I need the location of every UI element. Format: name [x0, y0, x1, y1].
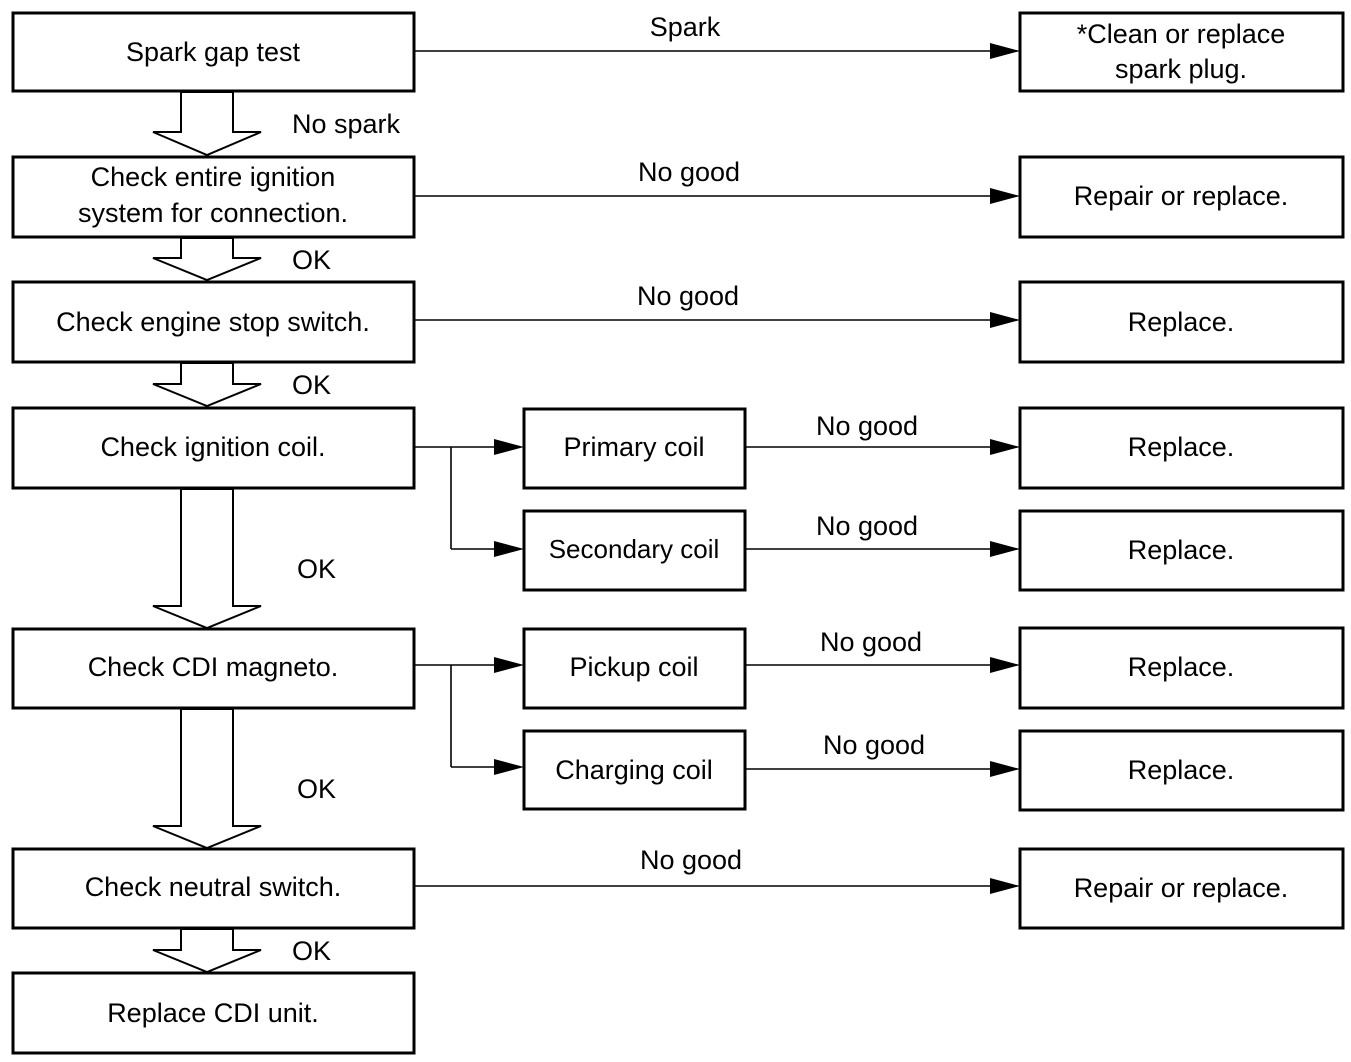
- outcome-replace-engine-stop: Replace.: [1018, 280, 1345, 364]
- arrowhead-replace-charging: [990, 761, 1020, 777]
- edge-label-no-good-secondary: No good: [816, 511, 918, 541]
- flow-arrow-6: [152, 928, 262, 974]
- arrowhead-replace-pickup: [990, 657, 1020, 673]
- arrowhead-secondary-coil: [494, 541, 524, 557]
- edge-label-ok-4: OK: [297, 774, 336, 804]
- step-check-ignition-system: Check entire ignition system for connect…: [11, 155, 416, 239]
- edge-label-no-good-primary: No good: [816, 411, 918, 441]
- outcome-clean-or-replace-plug-line2: spark plug.: [1115, 54, 1247, 84]
- edge-label-no-good-2: No good: [637, 281, 739, 311]
- step-check-engine-stop-switch-label: Check engine stop switch.: [56, 307, 370, 337]
- edge-label-ok-3: OK: [297, 554, 336, 584]
- step-check-ignition-system-line2: system for connection.: [78, 198, 348, 228]
- outcome-replace-secondary-label: Replace.: [1128, 535, 1235, 565]
- edge-label-no-spark: No spark: [292, 109, 401, 139]
- sub-check-pickup-coil-label: Pickup coil: [569, 652, 698, 682]
- outcome-replace-secondary: Replace.: [1018, 509, 1345, 592]
- step-check-cdi-magneto: Check CDI magneto.: [11, 627, 416, 710]
- outcome-replace-primary-label: Replace.: [1128, 432, 1235, 462]
- edge-label-no-good-3: No good: [640, 845, 742, 875]
- step-check-ignition-system-line1: Check entire ignition: [91, 162, 336, 192]
- outcome-clean-or-replace-plug: *Clean or replace spark plug.: [1018, 11, 1345, 93]
- outcome-replace-pickup-label: Replace.: [1128, 652, 1235, 682]
- edge-label-ok-1: OK: [292, 245, 331, 275]
- outcome-replace-charging-label: Replace.: [1128, 755, 1235, 785]
- outcome-replace-primary: Replace.: [1018, 406, 1345, 490]
- step-replace-cdi-unit-label: Replace CDI unit.: [107, 998, 319, 1028]
- outcome-replace-charging: Replace.: [1018, 729, 1345, 812]
- step-check-engine-stop-switch: Check engine stop switch.: [11, 280, 416, 364]
- arrowhead-primary-coil: [494, 439, 524, 455]
- step-check-cdi-magneto-label: Check CDI magneto.: [88, 652, 339, 682]
- arrowhead-pickup-coil: [494, 657, 524, 673]
- arrowhead-engine-stop: [990, 312, 1020, 328]
- flow-arrow-2: [152, 237, 262, 282]
- outcome-clean-or-replace-plug-line1: *Clean or replace: [1077, 19, 1286, 49]
- flow-arrow-4: [152, 488, 262, 630]
- outcome-replace-engine-stop-label: Replace.: [1128, 307, 1235, 337]
- sub-check-primary-coil: Primary coil: [522, 407, 747, 490]
- sub-check-pickup-coil: Pickup coil: [522, 627, 747, 710]
- edge-label-no-good-charging: No good: [823, 730, 925, 760]
- arrowhead-replace-secondary: [990, 541, 1020, 557]
- outcome-repair-or-replace-1: Repair or replace.: [1018, 155, 1345, 239]
- step-check-ignition-coil-label: Check ignition coil.: [100, 432, 325, 462]
- flow-arrow-1: [152, 91, 262, 157]
- edge-label-no-good-pickup: No good: [820, 627, 922, 657]
- sub-check-secondary-coil: Secondary coil: [522, 509, 747, 592]
- arrowhead-charging-coil: [494, 759, 524, 775]
- outcome-repair-or-replace-2-label: Repair or replace.: [1074, 873, 1289, 903]
- sub-check-secondary-coil-label: Secondary coil: [549, 534, 720, 564]
- step-check-ignition-coil: Check ignition coil.: [11, 406, 416, 490]
- sub-check-charging-coil-label: Charging coil: [555, 755, 713, 785]
- step-replace-cdi-unit: Replace CDI unit.: [11, 971, 416, 1055]
- step-check-neutral-switch: Check neutral switch.: [11, 847, 416, 930]
- step-check-neutral-switch-label: Check neutral switch.: [85, 872, 342, 902]
- outcome-replace-pickup: Replace.: [1018, 626, 1345, 710]
- outcome-repair-or-replace-1-label: Repair or replace.: [1074, 181, 1289, 211]
- arrowhead-neutral-switch: [990, 878, 1020, 894]
- step-spark-gap-test-label: Spark gap test: [126, 37, 301, 67]
- arrowhead-replace-primary: [990, 439, 1020, 455]
- outcome-repair-or-replace-2: Repair or replace.: [1018, 847, 1345, 930]
- flow-arrow-3: [152, 362, 262, 408]
- edge-label-spark: Spark: [650, 12, 721, 42]
- edge-label-ok-2: OK: [292, 370, 331, 400]
- edge-label-ok-5: OK: [292, 936, 331, 966]
- step-spark-gap-test: Spark gap test: [11, 11, 416, 93]
- edge-label-no-good-1: No good: [638, 157, 740, 187]
- arrowhead-spark: [990, 43, 1020, 59]
- arrowhead-ignition-system: [990, 188, 1020, 204]
- sub-check-primary-coil-label: Primary coil: [563, 432, 704, 462]
- flow-arrow-5: [152, 708, 262, 850]
- sub-check-charging-coil: Charging coil: [522, 729, 747, 811]
